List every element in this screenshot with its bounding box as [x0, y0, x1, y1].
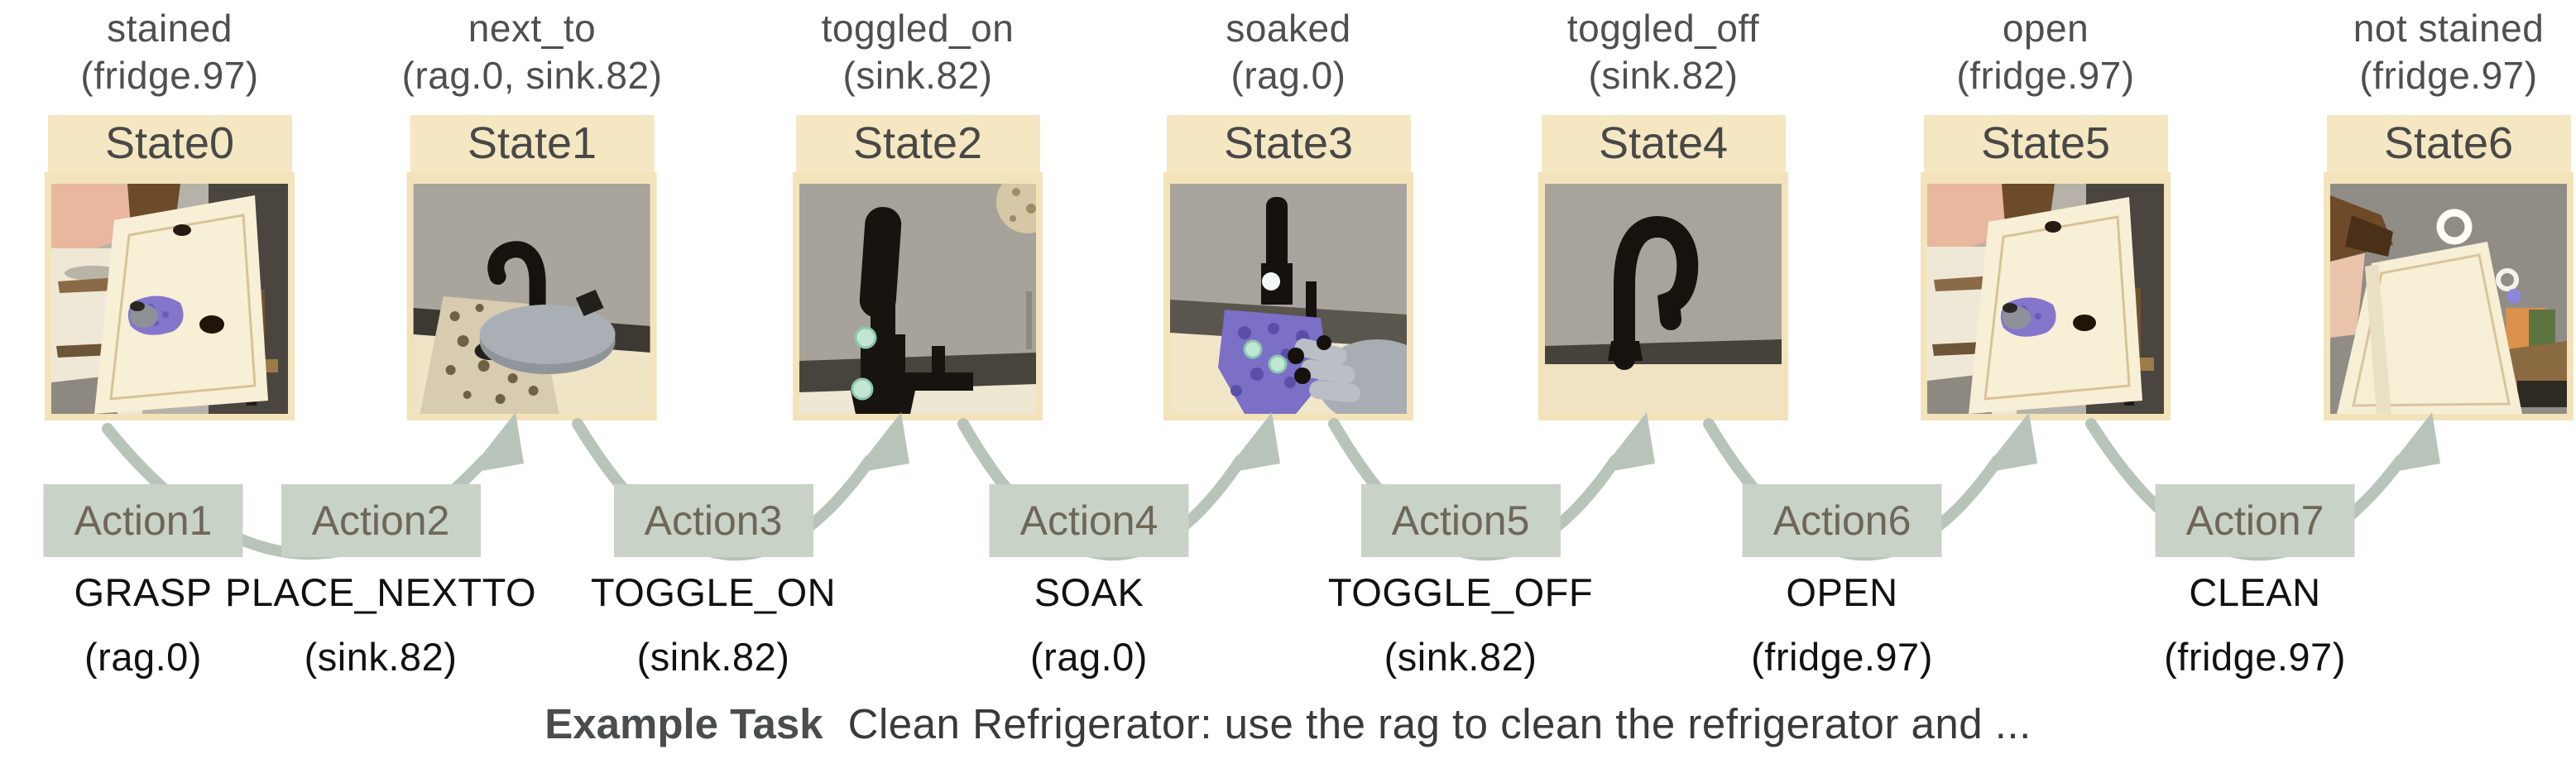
state-header: State2	[795, 115, 1040, 172]
action-block-2: Action2 PLACE_NEXTTO (sink.82)	[225, 484, 536, 679]
state-header: State6	[2326, 115, 2571, 172]
predicate-args: (fridge.97)	[80, 54, 259, 97]
action-name: PLACE_NEXTTO	[224, 570, 537, 614]
action-label: Action4	[989, 484, 1189, 557]
state-column-5: open (fridge.97) State5	[1921, 0, 2171, 420]
action-args: (rag.0)	[1030, 635, 1148, 679]
action-block-6: Action6 OPEN (fridge.97)	[1742, 484, 1942, 679]
task-label: Example Task	[544, 700, 823, 747]
fridge-door-clean-thumbnail	[2330, 184, 2567, 414]
action-block-7: Action7 CLEAN (fridge.97)	[2155, 484, 2355, 679]
action-label: Action3	[613, 484, 813, 557]
predicate-name: not stained	[2353, 7, 2545, 50]
action-name: OPEN	[1786, 570, 1898, 614]
state-predicate: open (fridge.97)	[1956, 5, 2134, 99]
state-predicate: stained (fridge.97)	[80, 5, 258, 99]
sink-faucet-running-thumbnail	[799, 184, 1036, 414]
state-predicate: next_to (rag.0, sink.82)	[402, 5, 663, 99]
task-description: Clean Refrigerator: use the rag to clean…	[847, 700, 2032, 747]
state-image-frame	[2324, 172, 2574, 420]
state-image-frame	[1538, 172, 1788, 420]
rag-next-to-sink-thumbnail	[413, 184, 650, 414]
action-args: (sink.82)	[636, 635, 790, 679]
fridge-door-open-thumbnail	[1927, 184, 2164, 414]
arrowhead-icon	[468, 412, 524, 473]
action-args: (fridge.97)	[2164, 635, 2346, 679]
fridge-door-stained-thumbnail	[51, 184, 288, 414]
state-predicate: toggled_off (sink.82)	[1567, 5, 1759, 99]
state-column-3: soaked (rag.0) State3	[1163, 0, 1413, 420]
state-column-6: not stained (fridge.97) State6	[2324, 0, 2574, 420]
predicate-name: toggled_on	[821, 7, 1015, 50]
state-image-frame	[1921, 172, 2171, 420]
action-block-4: Action4 SOAK (rag.0)	[989, 484, 1189, 679]
action-args: (fridge.97)	[1751, 635, 1933, 679]
state-image-frame	[1163, 172, 1413, 420]
arrowhead-icon	[1599, 412, 1655, 473]
predicate-args: (rag.0, sink.82)	[401, 54, 663, 97]
predicate-name: toggled_off	[1566, 7, 1760, 50]
example-task-caption: Example Task Clean Refrigerator: use the …	[0, 699, 2576, 748]
predicate-name: next_to	[468, 7, 597, 50]
state-column-4: toggled_off (sink.82) State4	[1538, 0, 1788, 420]
action-name: CLEAN	[2189, 570, 2321, 614]
predicate-args: (fridge.97)	[2359, 54, 2538, 97]
predicate-args: (fridge.97)	[1956, 54, 2135, 97]
state-column-0: stained (fridge.97) State0	[45, 0, 295, 420]
state-column-1: next_to (rag.0, sink.82) State1	[402, 0, 663, 420]
state-header: State1	[410, 115, 655, 172]
soaked-rag-thumbnail	[1170, 184, 1407, 414]
state-header: State0	[47, 115, 292, 172]
state-header: State5	[1923, 115, 2168, 172]
state-column-2: toggled_on (sink.82) State2	[793, 0, 1043, 420]
state-header: State3	[1166, 115, 1411, 172]
predicate-args: (sink.82)	[842, 54, 993, 97]
arrowhead-icon	[1224, 412, 1280, 473]
state-predicate: not stained (fridge.97)	[2353, 5, 2545, 99]
action-label: Action6	[1742, 484, 1942, 557]
action-label: Action1	[43, 484, 243, 557]
state-predicate: soaked (rag.0)	[1226, 5, 1350, 99]
action-args: (rag.0)	[84, 635, 202, 679]
predicate-args: (rag.0)	[1230, 54, 1346, 97]
action-args: (sink.82)	[304, 635, 458, 679]
action-name: TOGGLE_ON	[590, 570, 837, 614]
predicate-name: open	[2002, 7, 2089, 50]
action-label: Action7	[2155, 484, 2355, 557]
predicate-name: stained	[107, 7, 233, 50]
action-block-1: Action1 GRASP (rag.0)	[43, 484, 243, 679]
arrowhead-icon	[1981, 412, 2037, 473]
action-name: GRASP	[74, 570, 213, 614]
arrowhead-icon	[2384, 412, 2440, 473]
predicate-name: soaked	[1226, 7, 1351, 50]
action-label: Action2	[281, 484, 481, 557]
action-label: Action5	[1360, 484, 1561, 557]
predicate-args: (sink.82)	[1588, 54, 1739, 97]
action-block-3: Action3 TOGGLE_ON (sink.82)	[591, 484, 836, 679]
action-block-5: Action5 TOGGLE_OFF (sink.82)	[1328, 484, 1593, 679]
state-header: State4	[1541, 115, 1786, 172]
action-args: (sink.82)	[1384, 635, 1537, 679]
action-name: SOAK	[1034, 570, 1144, 614]
sink-faucet-off-thumbnail	[1545, 184, 1782, 414]
state-image-frame	[45, 172, 295, 420]
action-name: TOGGLE_OFF	[1327, 570, 1594, 614]
state-image-frame	[793, 172, 1043, 420]
state-image-frame	[406, 172, 657, 420]
arrowhead-icon	[853, 412, 909, 473]
state-predicate: toggled_on (sink.82)	[822, 5, 1015, 99]
